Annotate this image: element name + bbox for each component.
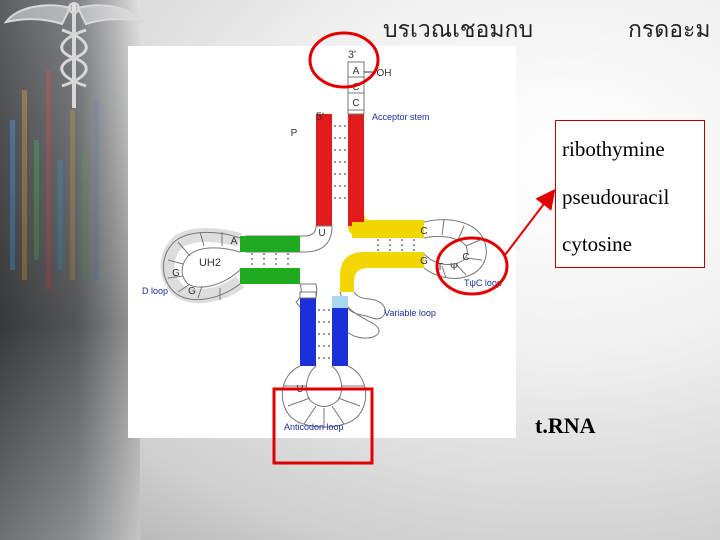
tpsic-loop-circle xyxy=(437,238,507,294)
tpsic-arrow xyxy=(505,192,553,255)
anticodon-highlight-box xyxy=(274,389,372,463)
acceptor-end-circle xyxy=(310,33,378,87)
